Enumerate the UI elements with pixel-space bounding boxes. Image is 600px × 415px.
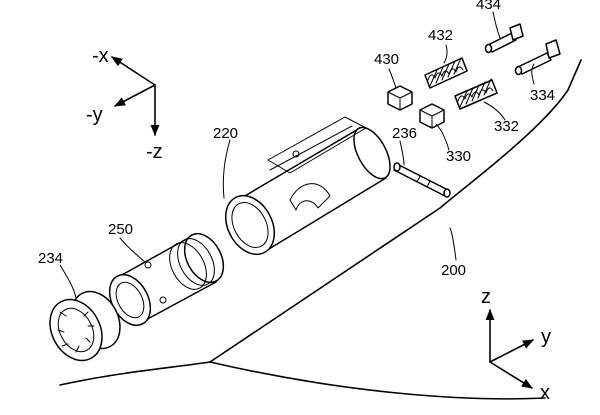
pin-434 [484,23,524,54]
label-334: 334 [530,87,555,104]
pin-236 [393,162,451,198]
label-432: 432 [428,27,453,44]
axis-label-neg-z: -z [146,141,163,163]
axis-label-neg-x: -x [92,45,109,67]
axis-label-y: y [541,326,551,348]
cap-430 [387,85,413,111]
assembly-outline [59,59,582,400]
cap-330 [419,103,445,129]
label-220: 220 [213,125,238,142]
axis-triad-top: -x -y -z [86,45,163,163]
pin-334 [514,39,561,76]
axis-label-x: x [540,382,550,404]
label-236: 236 [392,125,417,142]
axis-triad-bottom: z y x [481,286,551,404]
axis-label-z: z [481,286,491,308]
housing-220 [224,116,391,256]
label-430: 430 [374,51,399,68]
label-330: 330 [446,148,471,165]
label-200: 200 [441,262,466,279]
label-250: 250 [108,221,133,238]
leader-lines [59,11,535,299]
spring-332 [454,78,498,110]
reference-numerals: 434 432 430 334 332 330 236 220 250 234 … [38,0,555,279]
label-332: 332 [494,118,519,135]
sleeve-250 [108,232,225,327]
label-434: 434 [476,0,501,13]
ring-nut-234 [49,290,121,362]
spring-432 [424,57,468,89]
axis-label-neg-y: -y [86,104,103,126]
label-234: 234 [38,250,63,267]
